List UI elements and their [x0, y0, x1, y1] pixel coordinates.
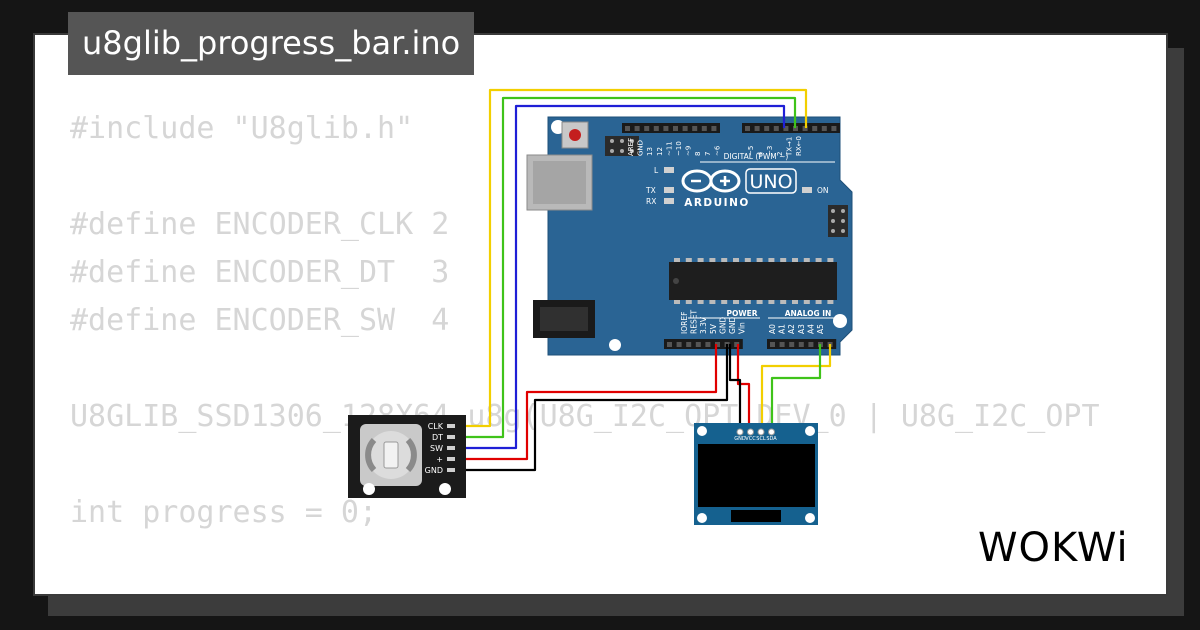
uno-badge	[745, 168, 797, 194]
led-l	[664, 167, 674, 173]
pin-label: Vin	[738, 322, 747, 334]
pin-label: ~5	[747, 146, 755, 156]
oled-screen	[698, 444, 815, 507]
pin-label: ~9	[685, 146, 693, 156]
mount-hole	[697, 426, 707, 436]
wires[interactable]	[455, 88, 832, 472]
icsp-header-top	[605, 136, 639, 156]
reset-button-cap	[569, 129, 581, 141]
page-title: u8glib_progress_bar.ino	[68, 12, 475, 75]
wire-oled-scl-yellow	[760, 344, 832, 433]
code-line: int progress = 0;	[70, 495, 378, 530]
mount-hole	[363, 483, 375, 495]
wokwi-logo: WOKWi	[978, 525, 1129, 571]
code-line: #define ENCODER_CLK 2	[70, 207, 450, 242]
analog-pin-header[interactable]	[767, 339, 837, 349]
pin-label: SW	[430, 444, 443, 453]
pin-label: VCC	[745, 436, 756, 442]
rotary-encoder-module[interactable]: CLK DT SW + GND	[348, 415, 466, 498]
pin-label: A5	[816, 324, 825, 334]
power-jack-inner	[540, 307, 588, 331]
icsp-header-right	[828, 205, 848, 237]
pin-label: 13	[646, 147, 654, 156]
oled-ribbon	[731, 510, 781, 522]
code-line: #include "U8glib.h"	[70, 111, 414, 146]
code-line: void setup() {	[70, 585, 1100, 594]
pin-label: A2	[787, 324, 796, 334]
pin-label: A3	[797, 324, 806, 334]
arduino-brand: ARDUINO	[684, 197, 750, 209]
wire-sw-blue	[455, 104, 786, 450]
led-tx	[664, 187, 674, 193]
pin-label: GND	[637, 140, 645, 156]
encoder-shaft	[383, 441, 399, 469]
wire-oled-gnd-black	[728, 344, 742, 433]
mount-hole	[833, 314, 847, 328]
led-rx	[664, 198, 674, 204]
arduino-infinity-icon	[681, 169, 741, 193]
pin-label: RESET	[690, 310, 699, 334]
pin-label: 7	[704, 152, 712, 156]
pin-label: IOREF	[680, 312, 689, 334]
pin-label: CLK	[428, 422, 444, 431]
power-label: POWER	[726, 309, 757, 318]
pin-label: 2	[776, 152, 784, 156]
code-line: #define ENCODER_SW 4	[70, 303, 450, 338]
pin-label: DT	[432, 433, 443, 442]
pin-label: TX→1	[785, 137, 793, 157]
digital-label: DIGITAL (PWM ~)	[724, 152, 789, 161]
usb-connector-inner	[533, 161, 586, 204]
atmega-chip	[669, 258, 837, 304]
wire-gnd-black	[455, 344, 729, 472]
pin-label: +	[436, 455, 443, 464]
wire-oled-vcc-red	[736, 344, 751, 433]
pin-label: 8	[694, 152, 702, 156]
mount-hole	[439, 483, 451, 495]
pin-label: 3.3V	[699, 316, 708, 334]
pin-label: 12	[656, 147, 664, 156]
pin-label: SCL	[756, 436, 766, 442]
pin-label: ~6	[713, 145, 721, 156]
uno-model: UNO	[749, 171, 792, 193]
pin-label: ~3	[766, 146, 774, 156]
pin-label: A4	[806, 324, 815, 334]
pin-label: GND	[734, 436, 746, 442]
pin-label: A0	[768, 324, 777, 334]
pin-label: ~10	[675, 141, 683, 156]
analog-label: ANALOG IN	[785, 309, 832, 318]
pin-label: ~11	[665, 141, 673, 156]
pin-label: SDA	[766, 436, 777, 442]
wire-oled-sda-green	[770, 344, 822, 433]
led-tx-label: TX	[645, 186, 656, 195]
led-on-label: ON	[817, 186, 829, 195]
wire-dt-green	[455, 96, 797, 439]
pin-label: RX←0	[795, 136, 803, 156]
pin-label: A1	[778, 324, 787, 334]
wire-vcc-red	[455, 344, 718, 461]
mount-hole	[805, 426, 815, 436]
digital-pin-header[interactable]	[622, 123, 840, 133]
code-line: #define ENCODER_DT 3	[70, 255, 450, 290]
pin-label: 4	[757, 151, 765, 156]
led-on	[802, 187, 812, 193]
led-rx-label: RX	[646, 197, 656, 206]
mount-hole	[805, 513, 815, 523]
mount-hole	[697, 513, 707, 523]
pin-label: AREF	[627, 138, 635, 156]
led-l-label: L	[654, 166, 659, 175]
pin-label: 5V	[709, 323, 718, 334]
pin-label: GND	[425, 466, 443, 475]
pin-label: GND	[718, 317, 727, 334]
wire-clk-yellow	[455, 88, 808, 428]
encoder-pin-labels: CLK DT SW + GND	[425, 422, 455, 475]
pin-label: GND	[728, 317, 737, 334]
mount-hole	[609, 339, 621, 351]
